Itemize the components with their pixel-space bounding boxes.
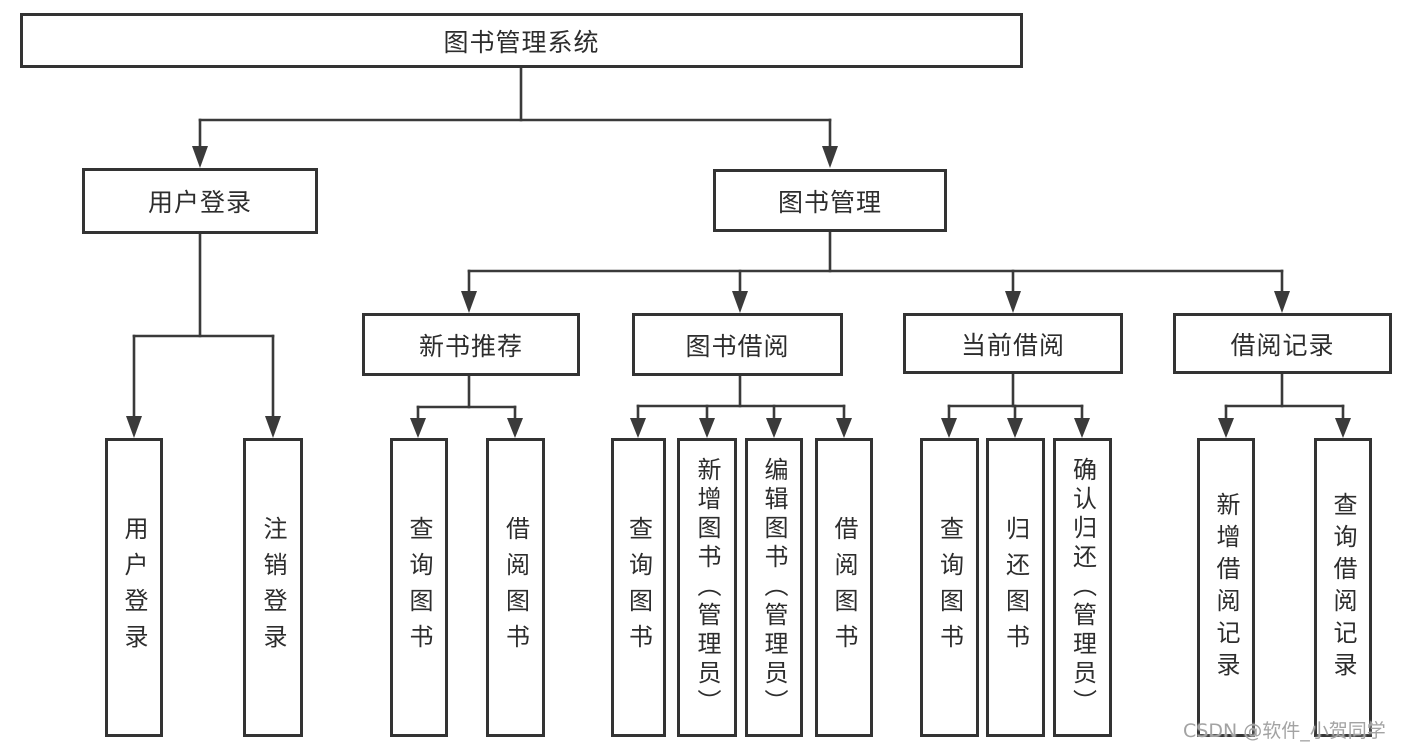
connector-root-to-level2: [192, 66, 838, 168]
node-borrow-books-label: 借阅图书: [830, 515, 858, 660]
node-book-management: 图书管理: [713, 169, 947, 232]
node-add-book-admin: 新增图书（管理员）: [677, 438, 737, 737]
node-user-login-leaf: 用户登录: [105, 438, 163, 737]
connector-new-rec-children: [410, 374, 523, 438]
node-return-books-label: 归还图书: [1001, 515, 1030, 660]
node-query-books-current-label: 查询图书: [935, 515, 964, 660]
node-book-borrowing: 图书借阅: [632, 313, 843, 376]
connector-book-mgmt-to-level3: [461, 230, 1290, 313]
node-confirm-return-admin-label: 确认归还（管理员）: [1068, 457, 1097, 718]
node-logout: 注销登录: [243, 438, 303, 737]
node-query-books-current: 查询图书: [920, 438, 979, 737]
node-borrow-books-rec: 借阅图书: [486, 438, 545, 737]
node-borrow-books: 借阅图书: [815, 438, 873, 737]
node-logout-label: 注销登录: [259, 515, 287, 660]
connector-book-borrow-children: [630, 374, 852, 438]
connector-records-children: [1218, 372, 1351, 438]
node-add-borrow-record: 新增借阅记录: [1197, 438, 1255, 737]
node-library-management-system: 图书管理系统: [20, 13, 1023, 68]
csdn-watermark: CSDN @软件_小贺同学: [1183, 720, 1386, 742]
node-add-borrow-record-label: 新增借阅记录: [1212, 491, 1240, 684]
node-query-borrow-record: 查询借阅记录: [1314, 438, 1372, 737]
node-query-books-borrow: 查询图书: [611, 438, 666, 737]
node-current-borrowing: 当前借阅: [903, 313, 1123, 374]
node-borrow-books-rec-label: 借阅图书: [501, 515, 530, 660]
node-query-borrow-record-label: 查询借阅记录: [1329, 491, 1357, 684]
node-return-books: 归还图书: [986, 438, 1045, 737]
connector-user-login-children: [126, 232, 281, 438]
node-query-books-borrow-label: 查询图书: [624, 515, 653, 660]
node-user-login-leaf-label: 用户登录: [120, 515, 148, 660]
node-edit-book-admin-label: 编辑图书（管理员）: [760, 457, 788, 718]
node-user-login: 用户登录: [82, 168, 318, 234]
node-borrowing-records: 借阅记录: [1173, 313, 1392, 374]
node-edit-book-admin: 编辑图书（管理员）: [745, 438, 803, 737]
node-query-books-rec-label: 查询图书: [405, 515, 433, 660]
node-add-book-admin-label: 新增图书（管理员）: [693, 457, 721, 718]
connector-current-borrow-children: [941, 372, 1090, 438]
node-query-books-rec: 查询图书: [390, 438, 448, 737]
node-confirm-return-admin: 确认归还（管理员）: [1053, 438, 1112, 737]
node-new-book-recommendation: 新书推荐: [362, 313, 580, 376]
